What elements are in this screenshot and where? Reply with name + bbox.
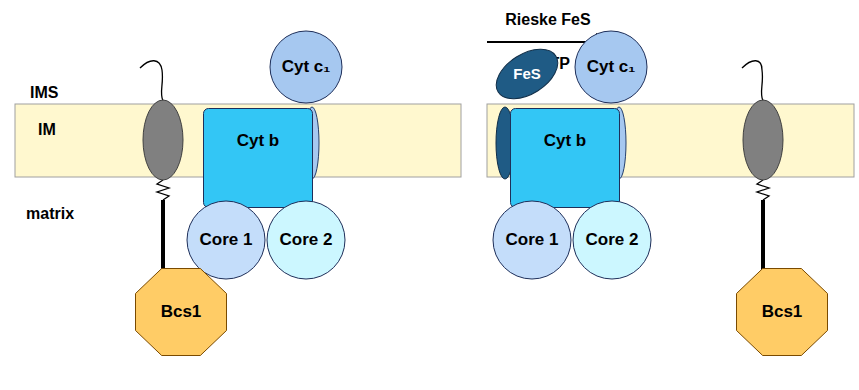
rect-shape xyxy=(204,109,313,208)
ellipse-shape xyxy=(488,39,567,109)
core-protein: Core 1 xyxy=(492,200,572,280)
core-protein: Core 2 xyxy=(266,200,346,280)
cytochrome-c1: Cyt c₁ xyxy=(574,30,648,104)
linker-spring xyxy=(757,180,769,200)
process-label: Rieske FeS xyxy=(505,11,590,29)
circle-shape xyxy=(187,201,265,279)
node-label: Bcs1 xyxy=(161,303,202,322)
circle-shape xyxy=(270,31,342,103)
octagon-shape xyxy=(136,269,227,356)
bcs1-protein: Bcs1 xyxy=(135,268,227,356)
cytochrome-b: Cyt b xyxy=(203,108,313,208)
circle-shape xyxy=(575,31,647,103)
n-terminal-tail xyxy=(742,61,763,101)
rect-shape xyxy=(511,109,620,208)
node-label: Cyt b xyxy=(237,132,280,151)
node-label: Core 1 xyxy=(200,231,253,250)
rieske-fes: FeS xyxy=(492,49,562,99)
node-label: Bcs1 xyxy=(762,303,803,322)
node-outline xyxy=(203,108,313,208)
tm-helix xyxy=(743,100,783,180)
node-label: FeS xyxy=(513,66,541,83)
node-label: Core 2 xyxy=(586,231,639,250)
node-label: Cyt c₁ xyxy=(282,58,331,77)
node-label: Core 1 xyxy=(506,231,559,250)
circle-shape xyxy=(267,201,345,279)
cytochrome-b: Cyt b xyxy=(510,108,620,208)
node-label: Cyt b xyxy=(544,132,587,151)
tm-helix xyxy=(143,100,183,180)
linker-spring xyxy=(157,180,169,200)
compartment-label: matrix xyxy=(26,205,74,223)
octagon-shape xyxy=(737,269,828,356)
node-outline xyxy=(510,108,620,208)
node-label: Cyt c₁ xyxy=(587,58,636,77)
n-terminal-tail xyxy=(140,61,163,101)
circle-shape xyxy=(493,201,571,279)
circle-shape xyxy=(573,201,651,279)
bcs1-protein: Bcs1 xyxy=(736,268,828,356)
core-protein: Core 2 xyxy=(572,200,652,280)
compartment-label: IM xyxy=(38,121,56,139)
core-protein: Core 1 xyxy=(186,200,266,280)
cytochrome-c1: Cyt c₁ xyxy=(269,30,343,104)
compartment-label: IMS xyxy=(30,84,58,102)
node-label: Core 2 xyxy=(280,231,333,250)
